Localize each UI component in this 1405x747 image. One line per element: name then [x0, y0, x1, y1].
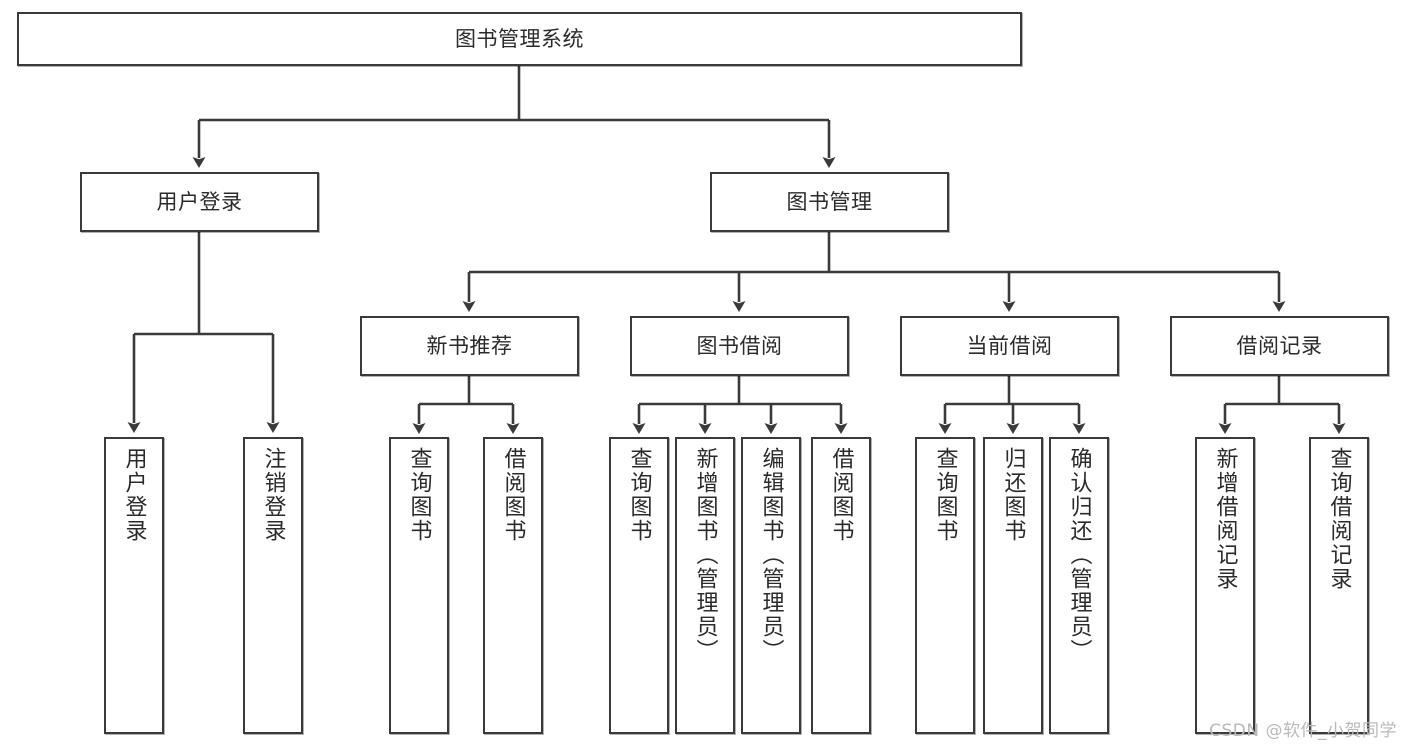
- node-label: 查询图书: [406, 447, 432, 543]
- node-leaf-edit-book[interactable]: 编辑图书（管理员）: [741, 437, 801, 734]
- node-leaf-query-book-current[interactable]: 查询图书: [915, 437, 975, 734]
- node-leaf-query-book-borrow[interactable]: 查询图书: [609, 437, 669, 734]
- node-label: 确认归还（管理员）: [1066, 447, 1092, 663]
- node-book-borrow[interactable]: 图书借阅: [630, 316, 849, 376]
- node-leaf-user-login[interactable]: 用户登录: [104, 437, 164, 734]
- node-label: 编辑图书（管理员）: [758, 447, 784, 663]
- node-new-book-recommend[interactable]: 新书推荐: [360, 316, 579, 376]
- node-label: 用户登录: [156, 189, 243, 214]
- node-label: 新增图书（管理员）: [692, 447, 718, 663]
- node-leaf-logout-login[interactable]: 注销登录: [243, 437, 303, 734]
- node-label: 归还图书: [1000, 447, 1026, 543]
- node-current-borrow[interactable]: 当前借阅: [900, 316, 1119, 376]
- node-user-login[interactable]: 用户登录: [80, 172, 319, 232]
- watermark-text: CSDN @软件_小贺同学: [1209, 721, 1397, 741]
- node-leaf-query-borrow-record[interactable]: 查询借阅记录: [1309, 437, 1369, 734]
- node-label: 图书管理系统: [455, 26, 584, 51]
- node-leaf-confirm-return[interactable]: 确认归还（管理员）: [1049, 437, 1109, 734]
- node-label: 查询图书: [932, 447, 958, 543]
- node-borrow-record[interactable]: 借阅记录: [1170, 316, 1389, 376]
- node-label: 借阅记录: [1236, 333, 1323, 358]
- node-leaf-return-book[interactable]: 归还图书: [983, 437, 1043, 734]
- node-leaf-add-book[interactable]: 新增图书（管理员）: [675, 437, 735, 734]
- node-label: 借阅图书: [500, 447, 526, 543]
- node-label: 新书推荐: [426, 333, 513, 358]
- node-leaf-borrow-book[interactable]: 借阅图书: [811, 437, 871, 734]
- node-label: 注销登录: [260, 447, 286, 543]
- node-book-manage[interactable]: 图书管理: [710, 172, 949, 232]
- node-leaf-query-book-recommend[interactable]: 查询图书: [389, 437, 449, 734]
- node-label: 当前借阅: [966, 333, 1053, 358]
- node-leaf-add-borrow-record[interactable]: 新增借阅记录: [1195, 437, 1255, 734]
- node-root-book-management-system[interactable]: 图书管理系统: [17, 12, 1022, 66]
- node-label: 图书管理: [786, 189, 873, 214]
- node-label: 图书借阅: [696, 333, 783, 358]
- node-label: 查询图书: [626, 447, 652, 543]
- node-label: 用户登录: [121, 447, 147, 543]
- node-label: 查询借阅记录: [1326, 447, 1352, 591]
- node-leaf-borrow-book-recommend[interactable]: 借阅图书: [483, 437, 543, 734]
- node-label: 借阅图书: [828, 447, 854, 543]
- node-label: 新增借阅记录: [1212, 447, 1238, 591]
